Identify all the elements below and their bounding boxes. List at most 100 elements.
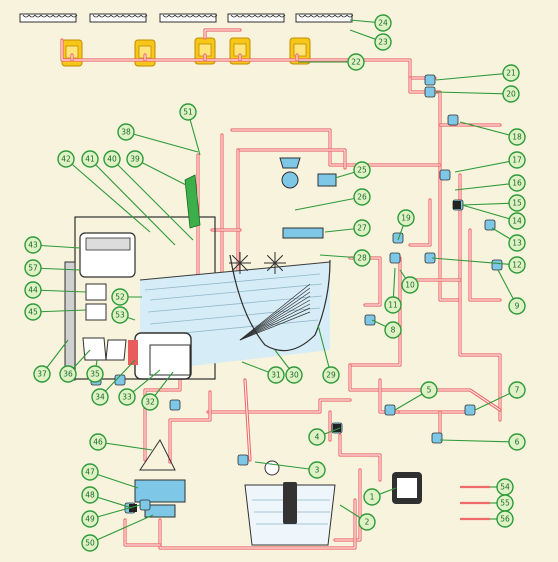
- pipe-core: [231, 129, 441, 166]
- callout-leader: [435, 72, 512, 81]
- callout-leader: [254, 461, 318, 471]
- callout-14: 14: [508, 212, 526, 230]
- heating-element: [184, 174, 201, 229]
- callout-number: 28: [357, 254, 367, 263]
- pipe-core: [339, 434, 381, 481]
- callout-31: 31: [267, 366, 285, 384]
- callout-number: 12: [512, 261, 522, 270]
- callout-number: 48: [85, 491, 95, 500]
- callout-number: 27: [357, 224, 367, 233]
- callout-number: 49: [85, 515, 95, 524]
- callout-number: 52: [115, 293, 125, 302]
- pipe-core: [124, 519, 161, 546]
- callout-47: 47: [81, 463, 99, 481]
- grill-elements: [19, 13, 354, 67]
- pipe-core: [334, 469, 361, 541]
- callout-48: 48: [81, 486, 99, 504]
- callout-number: 42: [61, 155, 71, 164]
- pipe-core: [204, 29, 241, 39]
- callout-44: 44: [24, 281, 42, 299]
- pipe-core: [61, 39, 436, 79]
- callout-54: 54: [496, 478, 514, 496]
- callout-number: 18: [512, 133, 522, 142]
- solenoid-valve: [453, 201, 461, 209]
- pipe-core: [159, 499, 356, 549]
- callout-number: 47: [85, 468, 95, 477]
- callout-3: 3: [308, 461, 326, 479]
- callout-number: 34: [95, 393, 105, 402]
- callout-15: 15: [508, 194, 526, 212]
- callout-number: 11: [388, 301, 398, 310]
- callout-18: 18: [508, 128, 526, 146]
- callout-41: 41: [81, 150, 99, 168]
- callout-number: 38: [121, 128, 131, 137]
- callout-number: 20: [506, 90, 516, 99]
- callout-number: 39: [130, 155, 140, 164]
- callout-number: 24: [378, 19, 388, 28]
- pipe-core: [459, 174, 501, 421]
- callout-20: 20: [502, 85, 520, 103]
- callout-23: 23: [374, 33, 392, 51]
- callout-43: 43: [24, 236, 42, 254]
- grill-element: [89, 13, 148, 23]
- booster-pump: [392, 472, 422, 504]
- callout-leader: [431, 257, 518, 266]
- callout-number: 25: [357, 166, 367, 175]
- callout-number: 7: [515, 386, 520, 395]
- valve: [139, 499, 151, 511]
- callout-12: 12: [508, 256, 526, 274]
- callout-number: 16: [512, 179, 522, 188]
- callout-leader: [439, 439, 518, 443]
- heater-unit: [289, 37, 311, 65]
- rack-dispenser: [134, 439, 186, 518]
- callout-number: 35: [90, 370, 100, 379]
- callout-leader: [125, 131, 199, 153]
- pipe-core: [409, 199, 431, 246]
- heater-unit: [134, 39, 156, 67]
- callout-51: 51: [179, 103, 197, 121]
- callout-28: 28: [353, 249, 371, 267]
- callout-34: 34: [91, 388, 109, 406]
- callout-leader: [111, 158, 194, 241]
- callout-6: 6: [508, 433, 526, 451]
- callout-leader: [454, 182, 518, 191]
- callout-number: 3: [315, 466, 320, 475]
- valve: [169, 399, 181, 411]
- callouts: 1234567891011121314151617181920212223242…: [24, 14, 526, 552]
- grill-element: [227, 13, 286, 23]
- callout-number: 23: [378, 38, 388, 47]
- callout-number: 46: [93, 438, 103, 447]
- callout-21: 21: [502, 64, 520, 82]
- callout-number: 21: [506, 69, 516, 78]
- pipe-core: [169, 391, 211, 463]
- pipe-core: [244, 379, 251, 461]
- callout-number: 2: [365, 518, 370, 527]
- pipe-core: [349, 257, 401, 366]
- callout-56: 56: [496, 510, 514, 528]
- callout-38: 38: [117, 123, 135, 141]
- rinse-tank: [229, 254, 331, 352]
- callout-number: 57: [28, 264, 38, 273]
- callout-number: 17: [512, 156, 522, 165]
- spray-arm: [229, 252, 251, 274]
- solenoid-valve: [333, 424, 341, 432]
- callout-30: 30: [285, 366, 303, 384]
- callout-8: 8: [384, 321, 402, 339]
- pipe-core: [144, 379, 181, 461]
- callout-number: 5: [427, 386, 432, 395]
- callout-leader: [461, 202, 518, 206]
- callout-number: 4: [315, 433, 320, 442]
- solenoid-valve: [129, 504, 137, 512]
- callout-13: 13: [508, 234, 526, 252]
- callout-number: 45: [28, 308, 38, 317]
- valve: [384, 404, 396, 416]
- callout-number: 41: [85, 155, 95, 164]
- callout-53: 53: [111, 306, 129, 324]
- callout-number: 54: [500, 483, 510, 492]
- callout-9: 9: [508, 297, 526, 315]
- top-spray-assembly: [279, 157, 337, 239]
- callout-33: 33: [118, 388, 136, 406]
- heater-unit: [61, 39, 83, 67]
- callout-number: 56: [500, 515, 510, 524]
